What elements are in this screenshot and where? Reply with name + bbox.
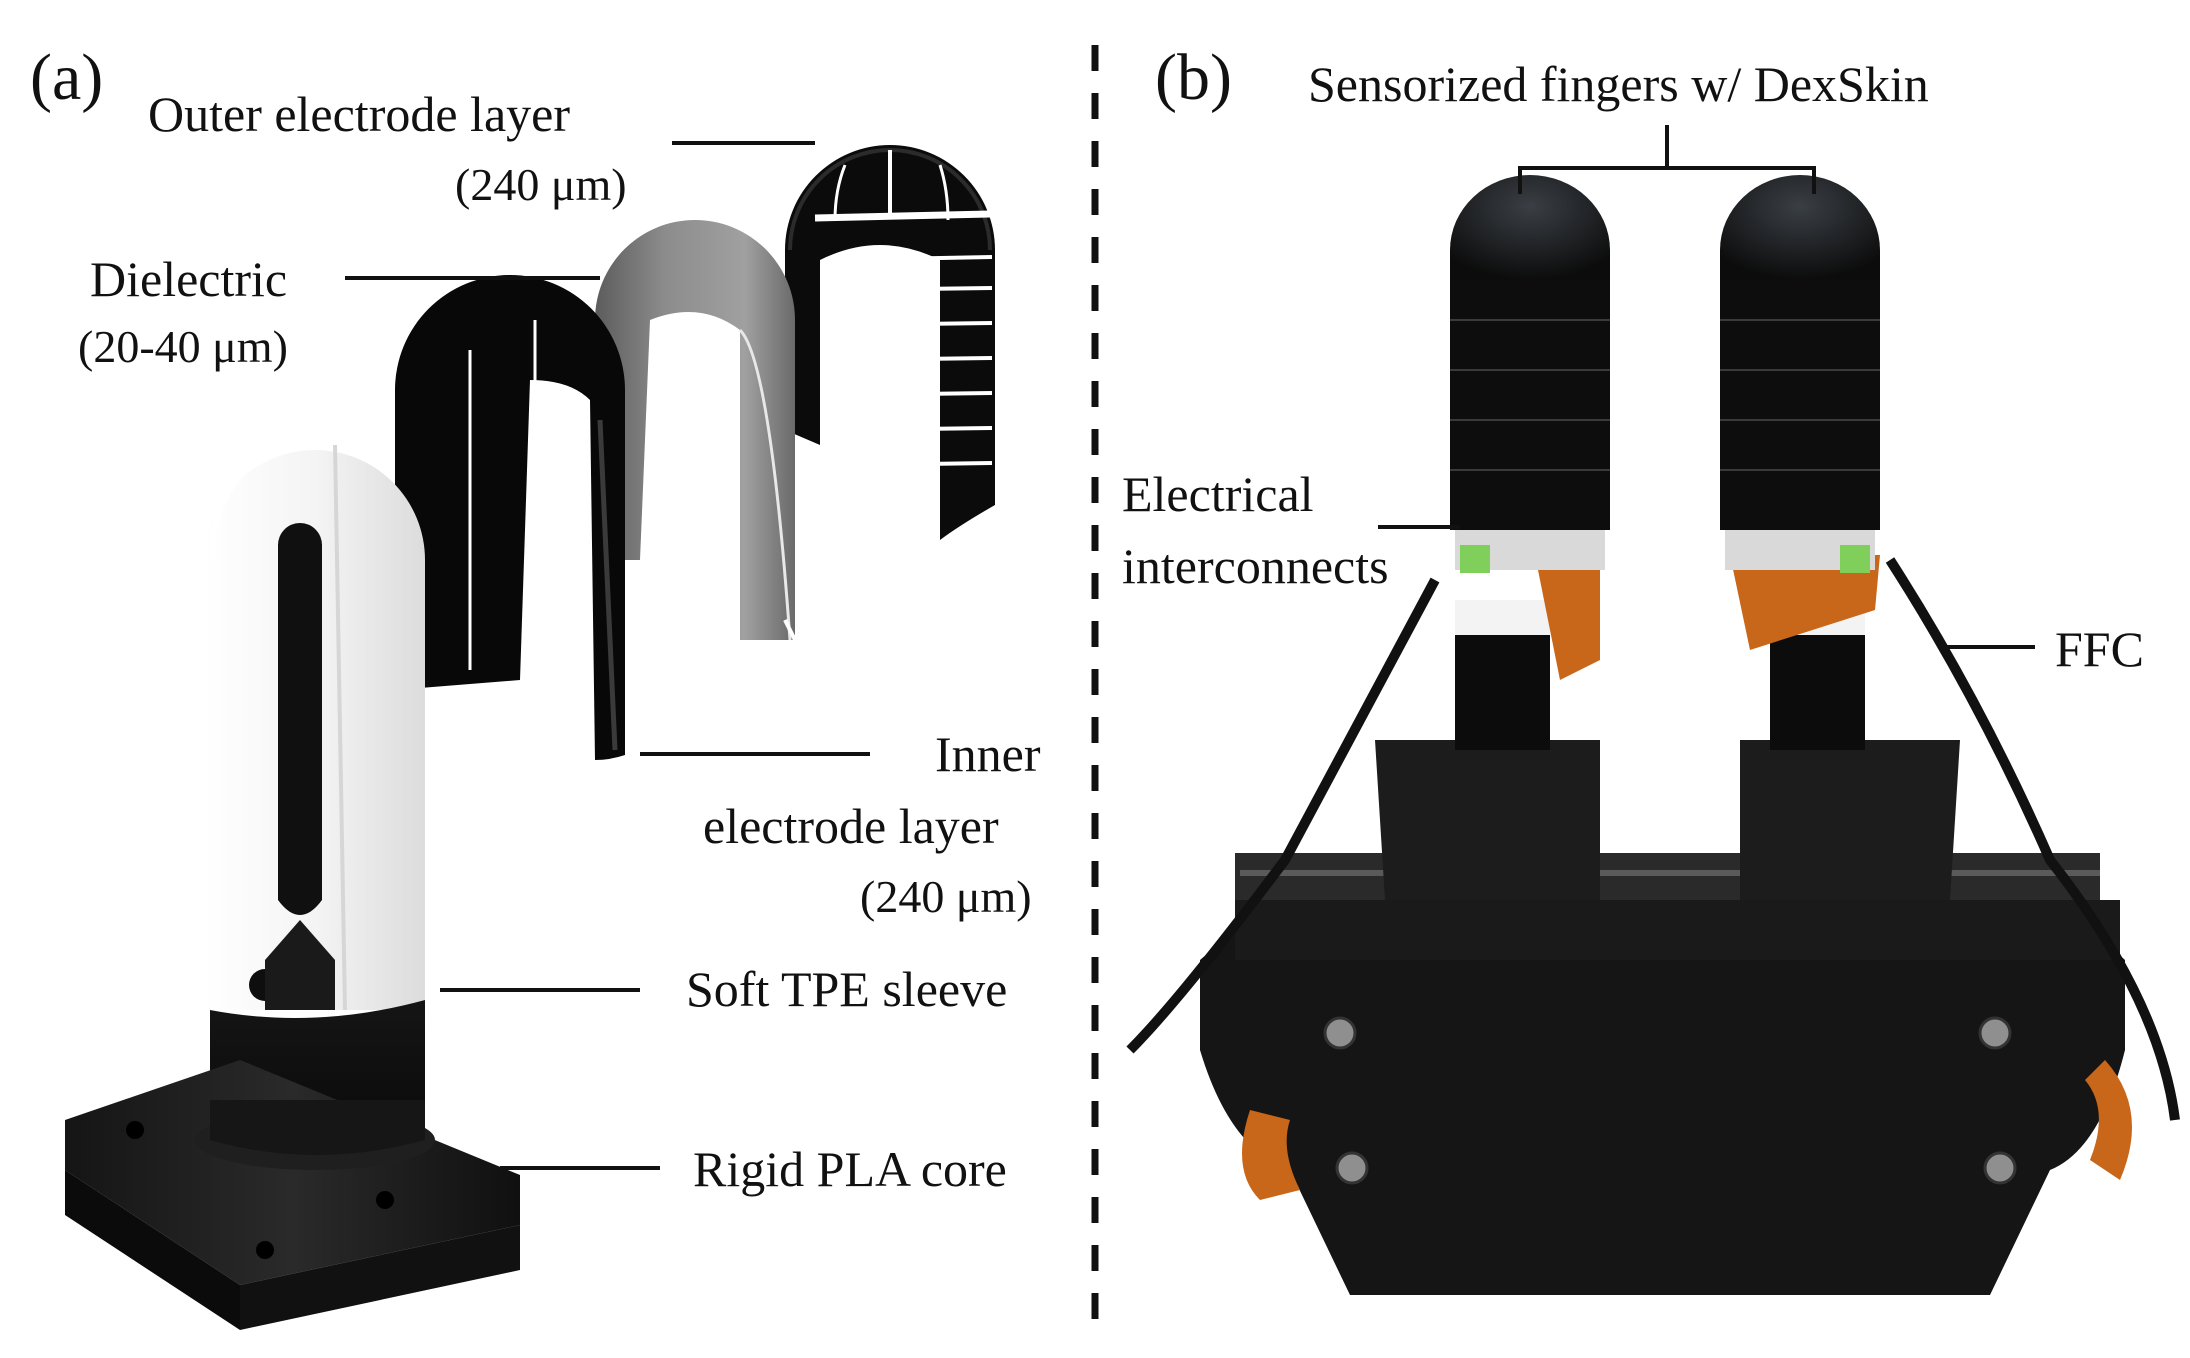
leader-lines-a [345, 141, 870, 1170]
core-label: Rigid PLA core [693, 1141, 1007, 1197]
leader-lines-b [1378, 125, 2035, 649]
interconnects-label-2: interconnects [1122, 538, 1389, 594]
gripper-photo [1126, 175, 2180, 1295]
dielectric-thickness: (20-40 μm) [78, 321, 288, 372]
panel-a-tag: (a) [30, 41, 104, 114]
ffc-label: FFC [2055, 621, 2144, 677]
inner-electrode-label-2: electrode layer [703, 798, 999, 854]
inner-electrode-shell [395, 275, 625, 760]
dielectric-shell [595, 220, 797, 641]
outer-electrode-thickness: (240 μm) [455, 159, 627, 210]
inner-electrode-thickness: (240 μm) [860, 871, 1032, 922]
outer-electrode-shell [785, 145, 995, 540]
interconnects-label-1: Electrical [1122, 466, 1314, 522]
dielectric-label: Dielectric [90, 251, 288, 307]
fingers-label: Sensorized fingers w/ DexSkin [1308, 56, 1929, 112]
inner-electrode-label-1: Inner [935, 726, 1041, 782]
panel-b-tag: (b) [1155, 41, 1232, 114]
outer-electrode-label: Outer electrode layer [148, 86, 570, 142]
sleeve-label: Soft TPE sleeve [686, 961, 1008, 1017]
pla-core [65, 920, 520, 1330]
tpe-sleeve [205, 440, 425, 1011]
